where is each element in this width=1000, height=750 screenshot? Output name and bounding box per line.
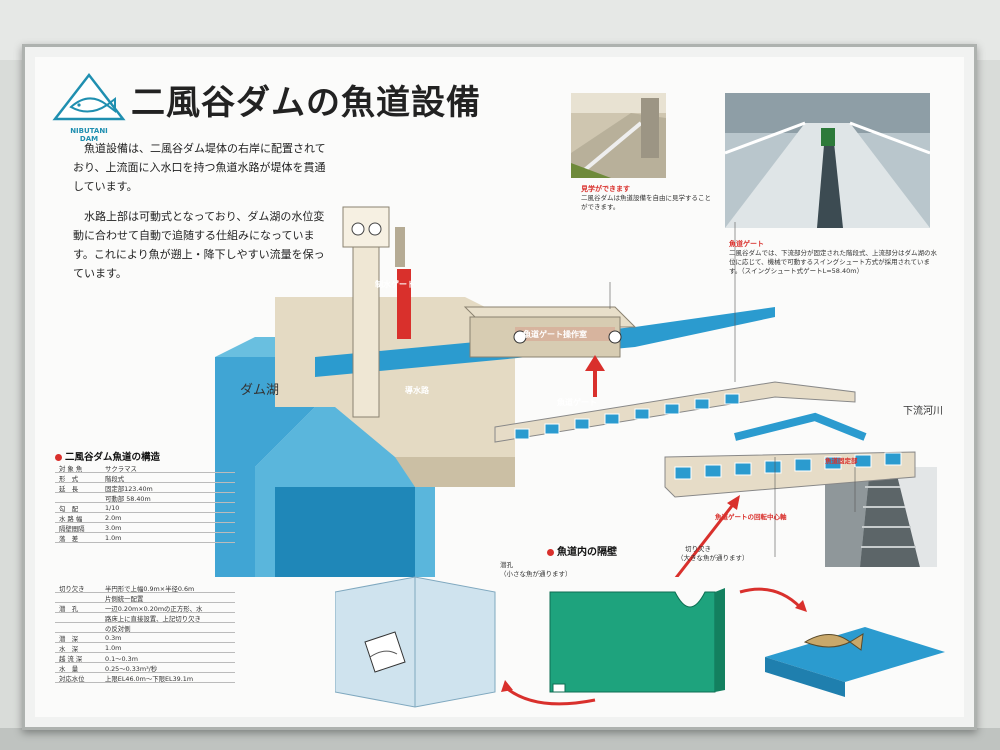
spec-row: 形 式 階段式 [55, 473, 235, 483]
spec-value: 3.0m [105, 524, 122, 532]
spec-row: 越 流 深 0.1～0.3m [55, 653, 235, 663]
spec-value: 2.0m [105, 514, 122, 522]
spec-value: 一辺0.20m×0.20mの正方形、水 [105, 605, 203, 613]
spec-key: 延 長 [59, 485, 79, 493]
gate-note-title: 魚道ゲート [729, 240, 764, 248]
spec-row: 水 量 0.25～0.33m³/秒 [55, 663, 235, 673]
spec-row: の反対側 [55, 623, 235, 633]
dam-logo: NIBUTANI DAM [51, 71, 127, 143]
photo-dam-wall [571, 93, 666, 178]
spec-row: 可動部 58.40m [55, 493, 235, 503]
spec-row: 延 長 固定部123.40m [55, 483, 235, 493]
hole-desc: （小さな魚が通ります） [500, 570, 572, 578]
spec-heading: 二風谷ダム魚道の構造 [55, 449, 160, 463]
intro-paragraph-1: 魚道設備は、二風谷ダム堤体の右岸に配置されており、上流面に入水口を持つ魚道水路が… [73, 142, 326, 193]
spec-key: 水 路 幅 [59, 515, 83, 523]
spec-value: 0.3m [105, 634, 122, 642]
spec-key: 形 式 [59, 475, 79, 483]
spec-key: 落 差 [59, 535, 79, 543]
spec-key: 水 量 [59, 665, 79, 673]
spec-value: 半円形で上幅0.9m×半径0.6m [105, 585, 195, 593]
partition-heading: 魚道内の隔壁 [547, 543, 617, 558]
logo-line1: NIBUTANI [70, 127, 108, 135]
floor-rail [0, 728, 1000, 750]
spec-value: 固定部123.40m [105, 485, 153, 493]
fixed-section-label: 魚道固定部 [825, 457, 858, 465]
intro-paragraph-2: 水路上部は可動式となっており、ダム湖の水位変動に合わせて自動で追随する仕組みにな… [73, 210, 325, 280]
spec-key: 潜 孔 [59, 605, 79, 613]
spec-row: 隔壁間隔 3.0m [55, 523, 235, 533]
rotation-axis-label: 魚道ゲートの回転中心軸 [715, 513, 787, 521]
logo-line2: DAM [79, 135, 99, 143]
spec-key: 勾 配 [59, 505, 79, 513]
spec-row: 水 路 幅 2.0m [55, 513, 235, 523]
lake-label: ダム湖 [240, 383, 280, 398]
fishway-gate-label: 魚道ゲート [557, 398, 597, 407]
fishway-diagram [215, 206, 916, 577]
headrace-label: 導水路 [405, 386, 429, 395]
spec-key: 越 流 深 [59, 655, 83, 663]
spec-value: 1.0m [105, 644, 122, 652]
spec-key: 隔壁間隔 [59, 525, 85, 533]
spec-value: 路床上に直接設置、上記切り欠き [105, 615, 201, 623]
river-label: 下流河川 [903, 406, 943, 417]
spec-row: 対 象 魚 サクラマス [55, 463, 235, 473]
sign-frame: NIBUTANI DAM 二風谷ダムの魚道設備 魚道設備は、二風谷ダム堤体の右岸… [22, 44, 977, 730]
spec-value: 1.0m [105, 534, 122, 542]
spec-value: 上限EL46.0m～下限EL39.1m [105, 675, 194, 683]
notch-label: 切り欠き [685, 545, 711, 553]
spec-value: サクラマス [105, 465, 137, 473]
spec-value: の反対側 [105, 625, 131, 633]
spec-row: 潜 孔 一辺0.20m×0.20mの正方形、水 [55, 603, 235, 613]
spec-row: 切り欠き 半円形で上幅0.9m×半径0.6m [55, 583, 235, 593]
intake-gate-label: 制水ゲート [375, 280, 415, 289]
observation-title: 見学ができます [581, 185, 630, 193]
spec-row: 片側統一配置 [55, 593, 235, 603]
partition-illustration [335, 576, 945, 708]
spec-row: 水 深 1.0m [55, 643, 235, 653]
spec-key: 対応水位 [59, 675, 85, 683]
spec-key: 水 深 [59, 645, 79, 653]
spec-key: 切り欠き [59, 585, 85, 593]
spec-row: 勾 配 1/10 [55, 503, 235, 513]
sign-title: 二風谷ダムの魚道設備 [131, 83, 481, 123]
hole-label: 潜孔 [500, 561, 513, 569]
fish-logo-icon [52, 72, 126, 121]
gate-note-desc: 二風谷ダムでは、下流部分が固定された階段式、上流部分はダム湖の水位に応じて、機械… [729, 249, 937, 275]
observation-desc: 二風谷ダムは魚道設備を自由に見学することができます。 [581, 194, 711, 211]
spec-value: 片側統一配置 [105, 595, 144, 603]
photo-fishway-channel [725, 93, 930, 228]
spec-value: 0.1～0.3m [105, 655, 138, 663]
photo-fixed-section [825, 467, 937, 567]
spec-value: 階段式 [105, 475, 125, 483]
gate-room-label: 魚道ゲート操作室 [523, 330, 587, 339]
spec-key: 潜 深 [59, 635, 79, 643]
notch-desc: （大きな魚が通ります） [677, 554, 749, 562]
spec-value: 可動部 58.40m [105, 495, 151, 503]
spec-row: 落 差 1.0m [55, 533, 235, 543]
spec-row: 潜 深 0.3m [55, 633, 235, 643]
spec-value: 1/10 [105, 504, 120, 512]
sign-board: NIBUTANI DAM 二風谷ダムの魚道設備 魚道設備は、二風谷ダム堤体の右岸… [35, 57, 964, 717]
spec-row: 路床上に直接設置、上記切り欠き [55, 613, 235, 623]
spec-row: 対応水位 上限EL46.0m～下限EL39.1m [55, 673, 235, 683]
spec-value: 0.25～0.33m³/秒 [105, 665, 158, 673]
spec-key: 対 象 魚 [59, 465, 83, 473]
